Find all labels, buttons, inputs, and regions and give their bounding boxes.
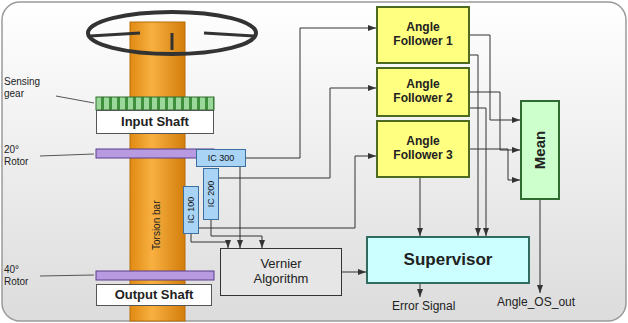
- part-label: Torsion bar: [151, 201, 163, 250]
- box-text: Angle Follower 2: [381, 78, 465, 106]
- sensing-gear: [96, 97, 214, 110]
- part-label: Angle_OS_out: [497, 296, 575, 310]
- output-arrow: [420, 284, 421, 297]
- part-label: 40° Rotor: [4, 264, 40, 287]
- connector: [420, 178, 421, 236]
- box-text: Vernier Algorithm: [241, 257, 321, 287]
- process-box: Supervisor: [366, 236, 530, 284]
- connector: [211, 220, 262, 248]
- part-label: Error Signal: [392, 300, 455, 314]
- box-text: IC 300: [208, 153, 235, 163]
- process-box: Angle Follower 1: [376, 6, 470, 64]
- shaft-box: Output Shaft: [96, 284, 212, 306]
- box-text: IC 100: [186, 197, 196, 224]
- rotor-40: [96, 271, 214, 280]
- connector: [470, 108, 486, 236]
- wheel-spokes: [90, 33, 254, 50]
- leader-line: [40, 96, 94, 276]
- box-text: Mean: [531, 131, 548, 169]
- output-arrow: [540, 200, 541, 293]
- connector: [342, 272, 366, 273]
- box-text: Angle Follower 1: [381, 21, 465, 49]
- process-box: Angle Follower 3: [376, 120, 470, 178]
- box-text: Supervisor: [404, 250, 493, 270]
- process-box: Angle Follower 2: [376, 67, 470, 117]
- part-label: Sensing gear: [4, 76, 54, 99]
- steering-wheel: [88, 12, 256, 54]
- box-text: Angle Follower 3: [381, 135, 465, 163]
- box-text: IC 200: [206, 181, 216, 208]
- process-box: Vernier Algorithm: [220, 248, 342, 296]
- ic-box: IC 100: [183, 186, 199, 234]
- ic-box: IC 300: [196, 149, 246, 167]
- part-label: 20° Rotor: [4, 144, 40, 167]
- shaft-box: Input Shaft: [96, 110, 214, 134]
- connector: [470, 55, 478, 236]
- box-text: Output Shaft: [115, 288, 194, 303]
- connector: [191, 234, 228, 248]
- process-box: Mean: [520, 100, 560, 200]
- box-text: Input Shaft: [121, 115, 189, 130]
- ic-box: IC 200: [203, 168, 219, 220]
- connector: [246, 28, 376, 158]
